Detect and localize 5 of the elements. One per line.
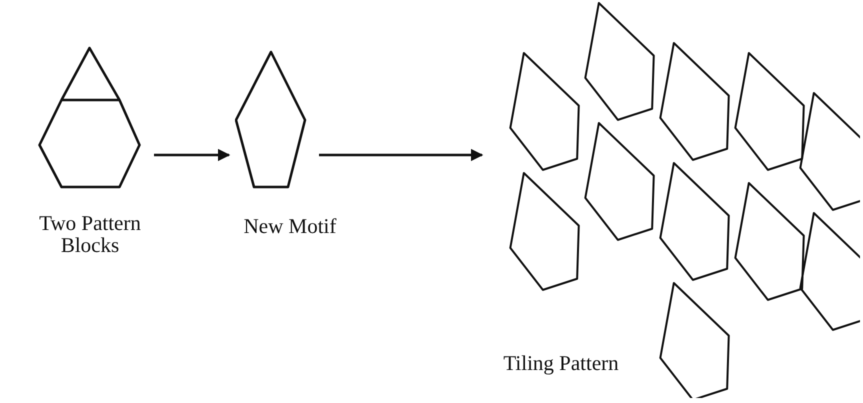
node-label: New Motif: [242, 215, 338, 237]
node-label: Two Pattern Blocks: [38, 212, 142, 256]
arrow: [319, 148, 484, 162]
node-label: Tiling Pattern: [502, 352, 620, 374]
arrow: [154, 148, 230, 162]
